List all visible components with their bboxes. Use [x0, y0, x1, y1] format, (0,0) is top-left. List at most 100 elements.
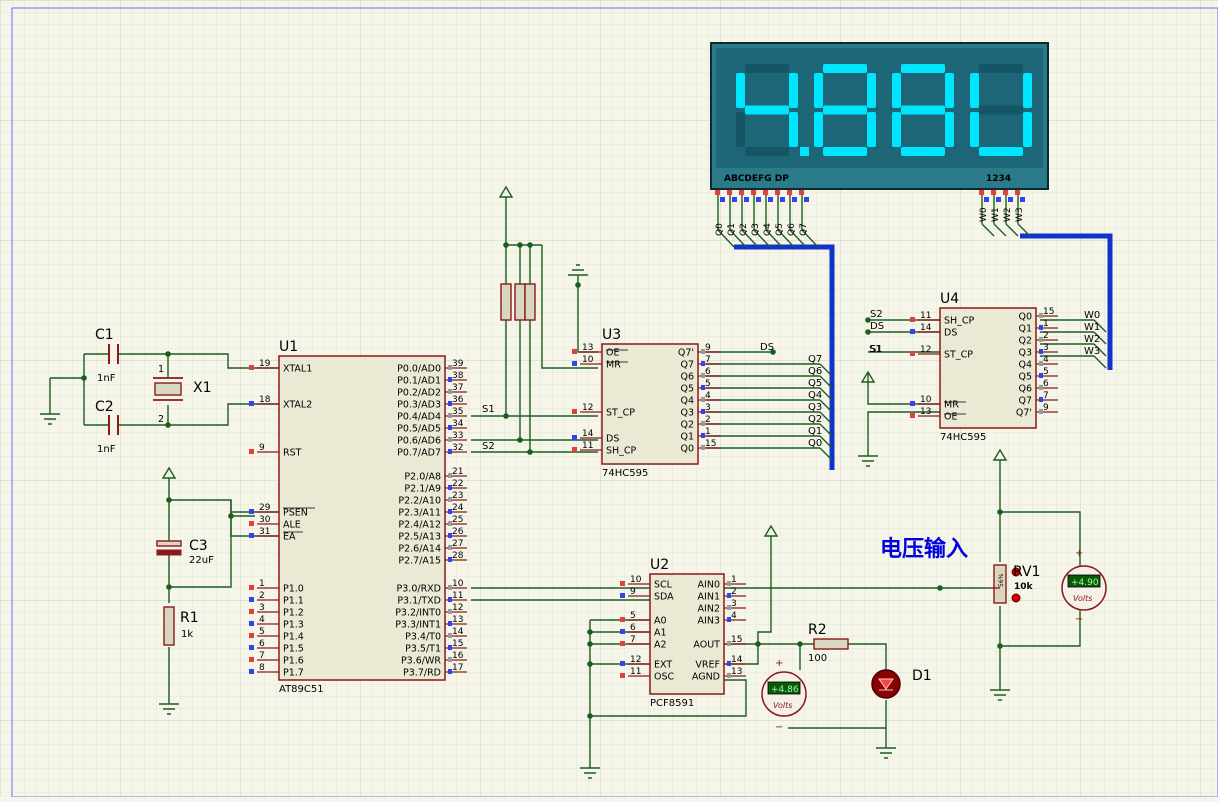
segment-g	[979, 105, 1023, 115]
pin-number: 11	[630, 667, 641, 677]
pin-marker	[1039, 409, 1043, 414]
u3-74hc595-part: 74HC595	[602, 468, 648, 479]
pin-marker	[572, 349, 577, 354]
pin-name: A0	[654, 616, 667, 627]
pin-name: DS	[606, 434, 619, 445]
segment-c	[945, 112, 954, 147]
pin-marker	[732, 197, 737, 202]
pin-marker	[620, 581, 625, 586]
pin-name: Q2	[1018, 336, 1032, 347]
pin-name: XTAL1	[283, 364, 312, 375]
pin-name: Q6	[680, 372, 694, 383]
pin-name: P3.0/RXD	[397, 584, 441, 595]
segment-a	[979, 64, 1023, 73]
pin-marker	[1039, 361, 1043, 366]
pin-marker	[701, 445, 705, 450]
u3-net-q5: Q5	[808, 378, 822, 389]
pin-number: 3	[731, 599, 737, 609]
rv1-value: 10k	[1014, 582, 1034, 592]
pin-number: 7	[1043, 391, 1049, 401]
pin-name: SH_CP	[606, 446, 637, 457]
pin-marker	[572, 361, 577, 366]
x1-ref: X1	[193, 380, 212, 396]
pin-number: 31	[259, 527, 270, 537]
segment-c	[1023, 112, 1032, 147]
segment-a	[823, 64, 867, 73]
pin-marker	[620, 661, 625, 666]
segment-pin-q6: Q6	[787, 223, 797, 236]
pin-name: Q4	[680, 396, 694, 407]
u4-net-w2: W2	[1084, 334, 1100, 345]
pin-number: 9	[705, 343, 711, 353]
digit-pin-w0: W0	[979, 207, 989, 222]
led-d1[interactable]: D1	[871, 668, 932, 699]
pin-marker	[727, 661, 731, 666]
pin-marker	[448, 621, 452, 626]
pin-name: P1.5	[283, 644, 304, 655]
c1-value: 1nF	[97, 373, 116, 384]
pin-name: P0.4/AD4	[397, 412, 441, 423]
pin-number: 1	[1043, 319, 1049, 329]
pullup-resistors[interactable]	[500, 283, 536, 321]
vm2-plus: +	[775, 658, 783, 669]
pin-name: P0.6/AD6	[397, 436, 441, 447]
pin-marker	[448, 365, 452, 370]
pin-marker	[448, 609, 452, 614]
crystal-x1[interactable]: X1 1 2	[153, 364, 212, 425]
pin-name: ST_CP	[944, 350, 973, 361]
voltmeter-2[interactable]: +4.86 Volts + −	[761, 658, 807, 733]
vm1-plus: +	[1075, 548, 1083, 559]
pin-marker	[910, 351, 915, 356]
resistor-r1[interactable]: R1 1k	[163, 606, 199, 646]
pin-marker	[910, 401, 915, 406]
pin-name: Q3	[680, 408, 694, 419]
r2-ref: R2	[808, 622, 827, 638]
pin-name: Q6	[1018, 384, 1032, 395]
pin-number: 36	[452, 395, 464, 405]
capacitor-c3[interactable]: C3 22uF	[156, 531, 214, 566]
pin-name: RST	[283, 448, 302, 459]
u3-net-q6: Q6	[808, 366, 822, 377]
pin-marker	[249, 401, 254, 406]
pin-number: 22	[452, 479, 463, 489]
resistor-r2[interactable]: R2 100	[808, 622, 849, 664]
pin-name: MR	[606, 360, 621, 371]
pin-name: Q7	[680, 360, 694, 371]
digit-pin-label: 1234	[986, 174, 1011, 184]
pin-name: P0.0/AD0	[397, 364, 441, 375]
pin-name: P2.2/A10	[398, 496, 441, 507]
pin-name: AGND	[692, 672, 720, 683]
seven-segment-display: ABCDEFG DP 1234	[710, 42, 1049, 190]
pin-number: 27	[452, 539, 463, 549]
voltmeter-1[interactable]: +4.90 Volts + −	[1061, 548, 1107, 625]
segment-f	[970, 73, 979, 108]
pin-marker	[739, 190, 744, 195]
pin-marker	[620, 593, 625, 598]
pin-marker	[249, 621, 254, 626]
pin-name: P0.7/AD7	[397, 448, 441, 459]
pin-name: P3.6/WR	[401, 656, 441, 667]
c2-value: 1nF	[97, 444, 116, 455]
segment-b	[789, 73, 798, 108]
pin-marker	[799, 190, 804, 195]
segment-a	[745, 64, 789, 73]
pin-marker	[701, 421, 705, 426]
vm1-minus: −	[1075, 614, 1083, 625]
pin-name: Q1	[1018, 324, 1032, 335]
net-label-s1: S1	[482, 404, 495, 415]
pin-marker	[727, 593, 731, 598]
pin-marker	[720, 197, 725, 202]
segment-pin-q1: Q1	[727, 223, 737, 236]
pin-marker	[804, 197, 809, 202]
pin-marker	[572, 447, 577, 452]
segment-d	[901, 147, 945, 156]
pin-name: MR	[944, 400, 959, 411]
pin-number: 33	[452, 431, 463, 441]
potentiometer-rv1[interactable]: RV1 10k 56%	[990, 564, 1040, 604]
